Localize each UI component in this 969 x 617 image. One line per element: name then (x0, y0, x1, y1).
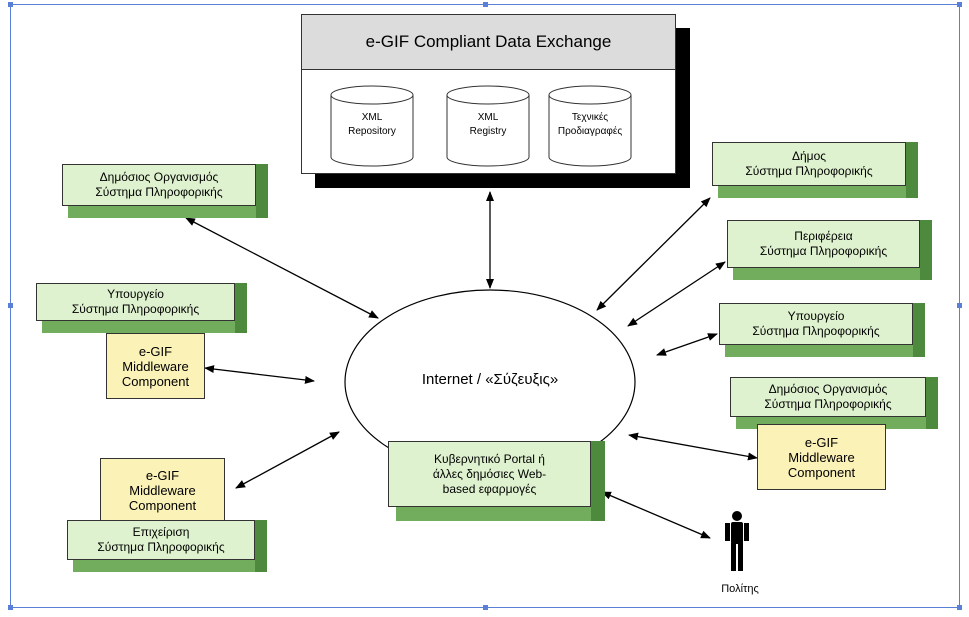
exchange-title: e-GIF Compliant Data Exchange (302, 15, 675, 70)
arrow-ministry-left-hub (204, 365, 315, 384)
database-icon (548, 85, 632, 167)
arrow-ministry-right-hub (656, 333, 718, 356)
frame-handle (957, 2, 962, 7)
hub-label: Internet / «Σύζευξις» (421, 371, 559, 388)
database-icon (330, 85, 414, 167)
arrow-enterprise-hub (235, 431, 340, 489)
citizen-label: Πολίτης (721, 583, 759, 595)
arrow-publicorg-left-hub (185, 217, 379, 319)
arrow-portal-citizen (601, 491, 711, 539)
arrow-municipality-hub (596, 197, 711, 311)
frame-handle (8, 605, 13, 610)
frame-handle (957, 605, 962, 610)
frame-handle (957, 303, 962, 308)
arrow-publicorg-right-hub (628, 432, 758, 461)
frame-handle (8, 303, 13, 308)
frame-handle (483, 2, 488, 7)
database-icon (446, 85, 530, 167)
frame-handle (8, 2, 13, 7)
person-icon (725, 511, 749, 571)
arrow-region-hub (627, 261, 726, 327)
frame-handle (483, 605, 488, 610)
